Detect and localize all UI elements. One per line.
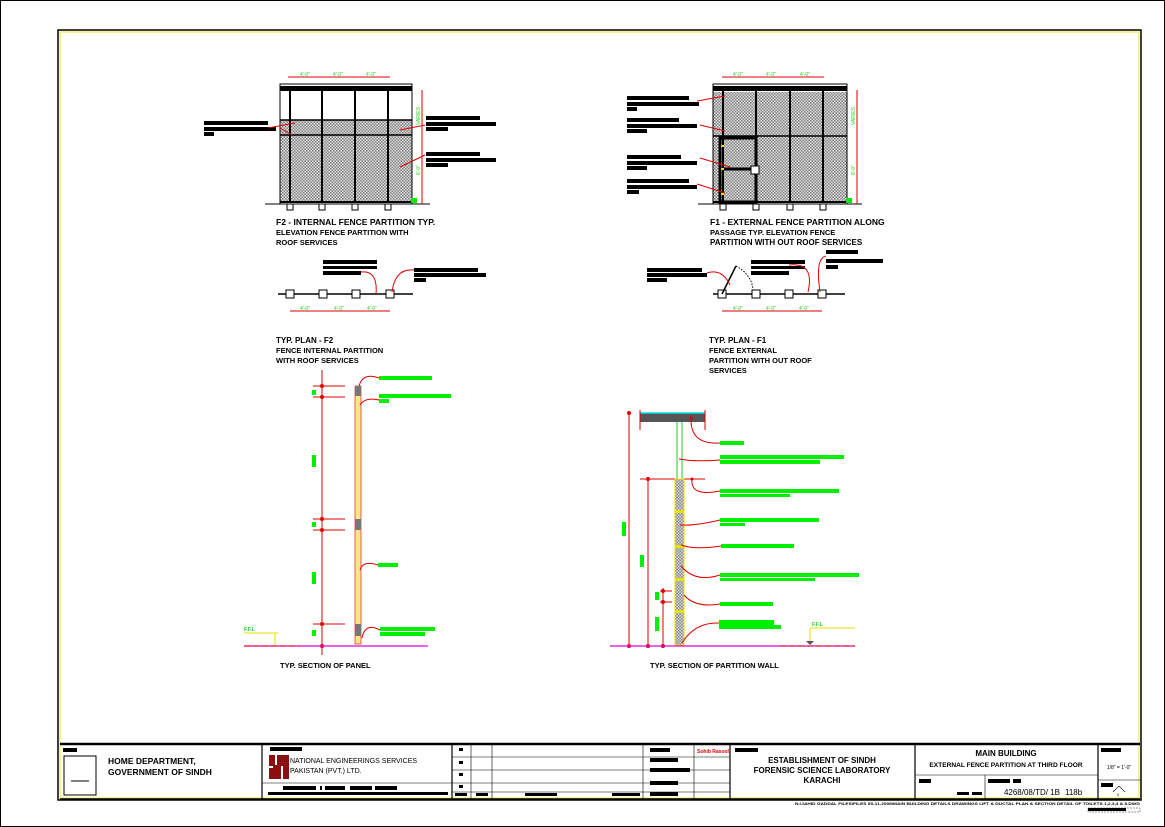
drawing-subtitle: PASSAGE TYP. ELEVATION FENCE — [710, 228, 835, 237]
title-block: HOME DEPARTMENT, GOVERNMENT OF SINDH NAT… — [60, 742, 1141, 813]
dimension-label: 4'-0" — [300, 72, 310, 78]
drawing-subtitle: PARTITION WITH OUT ROOF SERVICES — [710, 238, 863, 247]
drawing-title: TYP. SECTION OF PARTITION WALL — [650, 661, 779, 670]
dimension-label: 4'-0" — [733, 306, 743, 312]
revision-number: 0 — [1117, 792, 1120, 797]
drawing-subtitle: WITH ROOF SERVICES — [276, 356, 359, 365]
file-path: N:\JAHID GADDAL FILES\FILES 05-11-2008\M… — [795, 801, 1140, 806]
dimension-label: 4'-0" — [367, 306, 377, 312]
consultant-name: NATIONAL ENGINEERINGS SERVICES — [290, 758, 417, 765]
project-location: KARACHI — [804, 776, 841, 785]
dimension-label: 8'-0" — [416, 165, 422, 175]
drawing-subtitle: ROOF SERVICES — [276, 238, 338, 247]
consultant-name: PAKISTAN (PVT.) LTD. — [290, 768, 362, 775]
sheet-number: 118b — [1065, 788, 1083, 797]
f1-plan: 4'-0" 4'-0" 4'-0" TYP. PLAN - F1 FENCE E… — [647, 250, 883, 375]
drawing-subtitle: PARTITION WITH OUT ROOF — [709, 356, 812, 365]
dimension-label: 8'-0" — [851, 165, 857, 175]
scale: 1/8" = 1'-0" — [1107, 765, 1132, 771]
drawing-title: TYP. PLAN - F1 — [709, 336, 767, 345]
drawing-title: F2 - INTERNAL FENCE PARTITION TYP. — [276, 217, 435, 227]
panel-section: F.F.L TYP. SECTION OF PANEL — [244, 370, 451, 670]
dimension-label: VARIES — [851, 106, 857, 125]
project-name: ESTABLISHMENT OF SINDH — [768, 756, 876, 765]
level-label: F.F.L — [812, 622, 823, 628]
drawing-subtitle: FENCE EXTERNAL — [709, 346, 777, 355]
dimension-label: 4'-0" — [766, 72, 776, 78]
f1-elevation: 4'-0" 4'-0" 4'-0" VARIES 8'-0" F1 - EXTE… — [627, 72, 885, 247]
signature: Sohib Rasool — [697, 749, 730, 755]
f2-plan: 4'-0" 4'-0" 4'-0" TYP. PLAN - F2 FENCE I… — [276, 260, 486, 365]
dimension-label: 4'-0" — [334, 306, 344, 312]
drawing-sheet-title: EXTERNAL FENCE PARTITION AT THIRD FLOOR — [929, 762, 1082, 769]
drawing-title: F1 - EXTERNAL FENCE PARTITION ALONG — [710, 217, 885, 227]
dimension-label: 4'-0" — [366, 72, 376, 78]
dimension-label: VARIES — [416, 106, 422, 125]
dimension-label: 4'-0" — [300, 306, 310, 312]
dimension-label: 4'-0" — [799, 306, 809, 312]
client-name: GOVERNMENT OF SINDH — [108, 767, 212, 777]
f2-elevation: 4'-0" 4'-0" 4'-0" VARIES 8'-0" F2 - INTE… — [204, 72, 496, 247]
building-name: MAIN BUILDING — [975, 749, 1036, 758]
dimension-label: 4'-0" — [766, 306, 776, 312]
drawing-frame-inner — [59, 31, 1140, 799]
drawing-subtitle: FENCE INTERNAL PARTITION — [276, 346, 383, 355]
dimension-label: 4'-0" — [333, 72, 343, 78]
project-name: FORENSIC SCIENCE LABORATORY — [754, 766, 891, 775]
partition-section: F.F.L TYP. SECTION OF PARTITION WALL — [610, 410, 859, 670]
drawing-title: TYP. SECTION OF PANEL — [280, 661, 371, 670]
dimension-label: 4'-0" — [733, 72, 743, 78]
dimension-label: 4'-0" — [800, 72, 810, 78]
drawing-title: TYP. PLAN - F2 — [276, 336, 334, 345]
drawing-frame — [57, 29, 1142, 801]
drawing-subtitle: ELEVATION FENCE PARTITION WITH — [276, 228, 409, 237]
drawing-number: 4268/08/TD/ 1B — [1004, 788, 1060, 797]
level-label: F.F.L — [244, 627, 255, 633]
client-name: HOME DEPARTMENT, — [108, 756, 196, 766]
consultant-logo — [269, 755, 289, 779]
drawing-subtitle: SERVICES — [709, 366, 747, 375]
